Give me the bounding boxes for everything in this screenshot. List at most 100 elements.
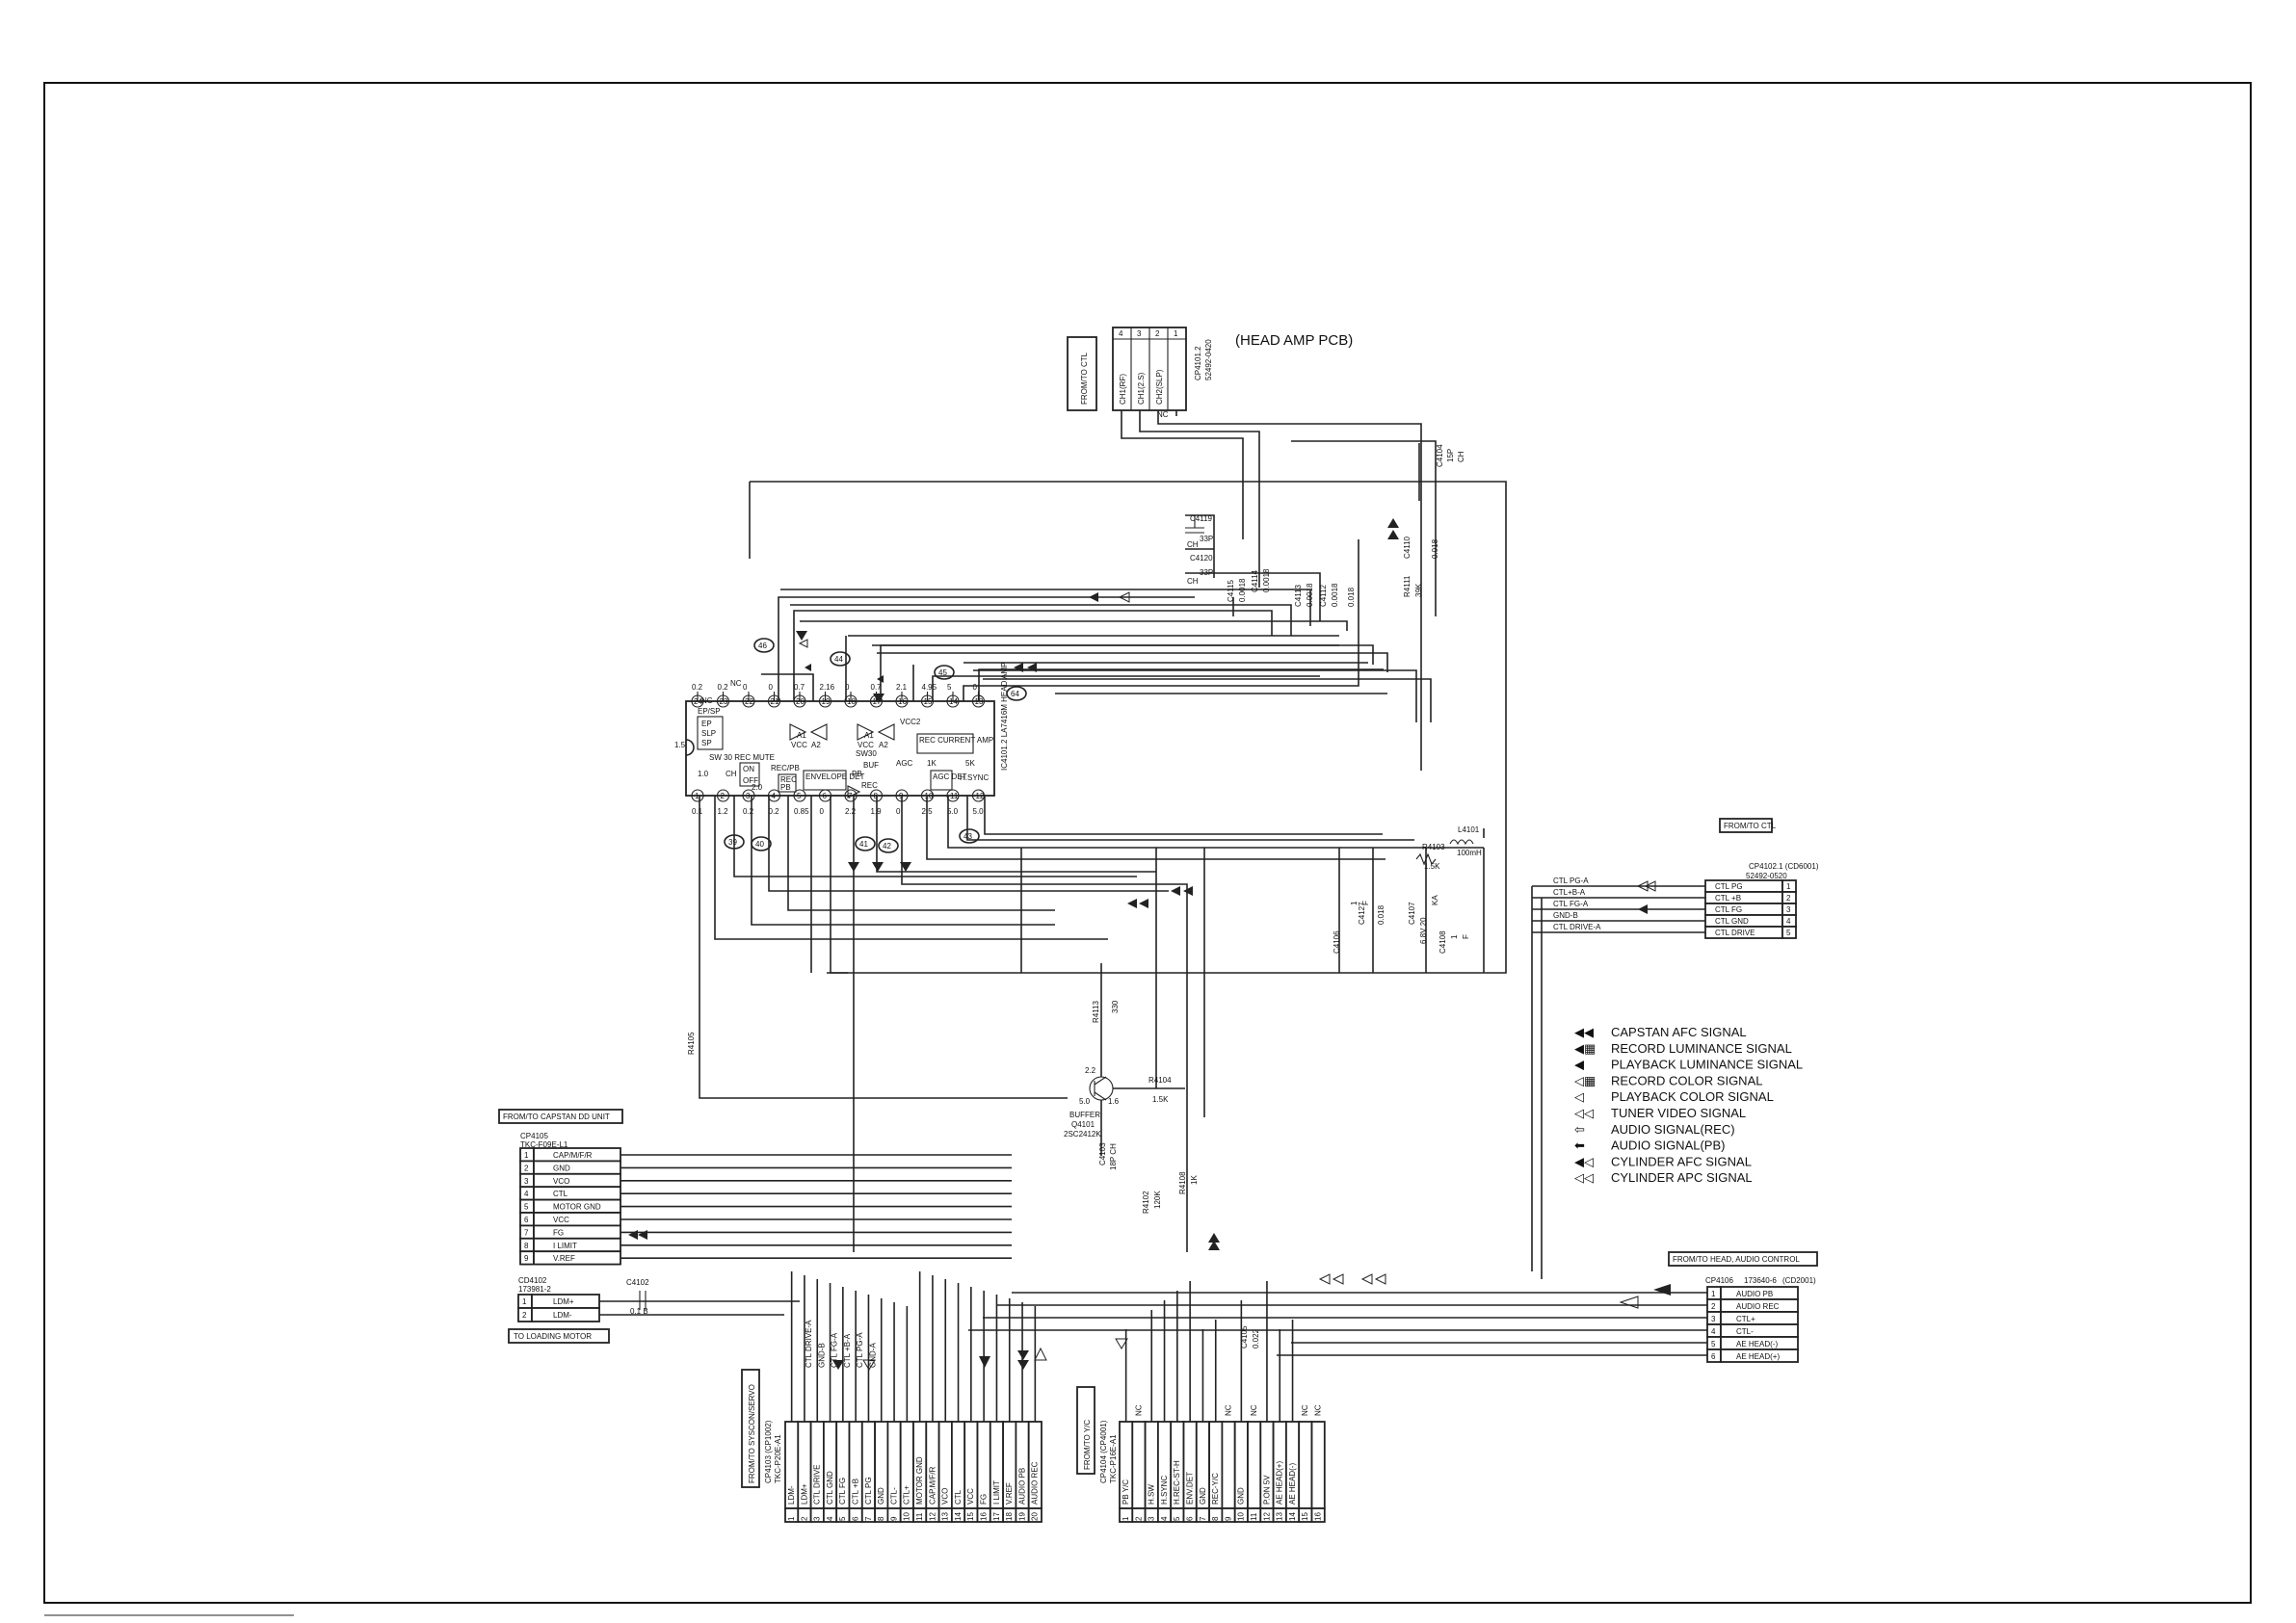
yc-nc: NC — [1224, 1404, 1232, 1416]
yc-pin-name: REC-Y/C — [1211, 1473, 1220, 1505]
ic-top-pin-number: 13 — [975, 697, 984, 706]
syscon-pin-name: CTL +B — [852, 1479, 860, 1505]
ic-top-pin-number: 17 — [873, 697, 882, 706]
syscon-pin-no: 11 — [915, 1512, 924, 1521]
test-point-label: 45 — [938, 668, 947, 677]
head-audio-label-box — [1668, 1251, 1818, 1267]
c4120-value: 33P — [1200, 568, 1213, 577]
r4104-label: R4104 — [1148, 1076, 1172, 1085]
ic4101-head-amp: 240.2230.2220210200.7192.16180170.7162.1… — [674, 662, 1009, 816]
ic-top-pin — [691, 694, 704, 708]
ic-bottom-pin-voltage: 0.1 — [692, 807, 703, 816]
blk-ep-sp: EP/SP — [698, 707, 721, 716]
loading-pin-name: LDM+ — [553, 1297, 574, 1306]
r4111-label: R4111 — [1403, 575, 1412, 597]
blk-5k: 5K — [965, 759, 975, 768]
q-pin-volt-2: 5.0 — [1079, 1097, 1091, 1106]
ic-bottom-wires — [699, 796, 1485, 1252]
r4102-label: R4102 — [1142, 1191, 1150, 1214]
blk-a1b: A1 — [864, 731, 874, 740]
head-audio-pin-no: 3 — [1711, 1315, 1716, 1323]
r4113-label: R4113 — [1092, 1000, 1100, 1023]
ic-nc-1: NC — [701, 696, 713, 705]
legend-symbol: ⇦ — [1574, 1122, 1585, 1137]
connector-head-audio: FROM/TO HEAD, AUDIO CONTROL CP4106 17364… — [968, 1251, 1818, 1363]
c4105-value: 0.022 — [1252, 1328, 1260, 1348]
ic-bottom-pin-voltage: 2.2 — [845, 807, 857, 816]
syscon-net: CTL PG-A — [856, 1332, 864, 1368]
legend-symbol: ◁ — [1574, 1089, 1584, 1104]
syscon-pin-no: 5 — [838, 1516, 847, 1521]
ic-bottom-pin-voltage: 0 — [896, 807, 901, 816]
test-point-label: 42 — [883, 842, 891, 851]
capstan-pin-name: CAP/M/F/R — [553, 1151, 593, 1160]
syscon-net: CTL FG-A — [831, 1332, 839, 1368]
c4106-label: C4106 — [1333, 930, 1341, 954]
syscon-pin-no: 3 — [813, 1516, 822, 1521]
lower-wiring — [790, 1271, 1294, 1422]
c4112b-value: 0.018 — [1347, 587, 1356, 607]
syscon-pin-no: 12 — [928, 1512, 937, 1521]
syscon-pin-no: 19 — [1017, 1512, 1026, 1521]
yc-pin — [1247, 1421, 1262, 1509]
c4106-value: 1 — [1350, 901, 1359, 905]
yc-pin-name: AE HEAD(-) — [1288, 1463, 1297, 1505]
lower-markers — [628, 1230, 1671, 1371]
ic-bottom-pin-voltage: 1.2 — [718, 807, 729, 816]
legend-label: CYLINDER APC SIGNAL — [1611, 1170, 1753, 1185]
ctl-top-pin-1: 1 — [1174, 329, 1178, 338]
syscon-pin-name: LDM- — [787, 1485, 796, 1505]
capstan-row — [533, 1172, 621, 1189]
blk-envelope-det: ENVELOPE DET — [805, 772, 864, 781]
ctl-top-label-box — [1067, 336, 1097, 411]
capstan-pin-name: V.REF — [553, 1254, 575, 1263]
ctl-right-pin-name: CTL DRIVE — [1715, 929, 1755, 937]
legend-symbol: ◀▦ — [1574, 1041, 1596, 1056]
ic-bottom-pin-voltage: 5.0 — [973, 807, 985, 816]
c4127-label: C4127 — [1358, 902, 1366, 925]
ic-top-pin-number: 22 — [745, 697, 753, 706]
capstan-pin-no: 8 — [524, 1242, 529, 1250]
c4108-label: C4108 — [1438, 930, 1447, 954]
ctl-right-pin-name: CTL FG — [1715, 905, 1742, 914]
ctl-right-pin-no: 1 — [1786, 882, 1791, 891]
yc-pin — [1298, 1421, 1313, 1509]
yc-nc: NC — [1314, 1404, 1323, 1416]
blk-vcc: VCC — [791, 741, 807, 749]
ic-top-pin-voltage: 0.7 — [871, 683, 883, 692]
legend-label: CYLINDER AFC SIGNAL — [1611, 1154, 1752, 1168]
capstan-row — [533, 1237, 621, 1253]
capstan-pin-no: 3 — [524, 1177, 529, 1186]
envelope-det-block — [803, 770, 847, 791]
legend-symbol: ⬅ — [1574, 1139, 1585, 1153]
legend-label: RECORD LUMINANCE SIGNAL — [1611, 1041, 1792, 1056]
ctl-right-net: CTL DRIVE-A — [1553, 923, 1601, 931]
legend-symbol: ◀ — [1574, 1058, 1584, 1072]
ic-top-pin-voltage: 0.2 — [718, 683, 729, 692]
loading-ref: CD4102 — [518, 1276, 547, 1285]
ic-nc-2: NC — [730, 679, 742, 688]
q4101-function: BUFFER — [1069, 1111, 1100, 1119]
yc-pin-no: 11 — [1250, 1512, 1258, 1521]
capstan-pin-name: VCC — [553, 1216, 569, 1224]
ctl-top-pin-3: 3 — [1137, 329, 1142, 338]
connector-capstan: FROM/TO CAPSTAN DD UNIT CP4105 TKC-F09E-… — [498, 1109, 1012, 1266]
ctl-top-ref: CP4101.2 — [1194, 346, 1202, 380]
c4119-value: 33P — [1200, 535, 1213, 543]
syscon-pin-no: 18 — [1005, 1512, 1014, 1521]
legend-symbol: ◀◁ — [1574, 1154, 1594, 1168]
blk-ch: CH — [726, 770, 737, 778]
capstan-pin-no: 6 — [524, 1216, 529, 1224]
blk-ep: EP — [701, 720, 712, 728]
r4111-value: 39K — [1414, 583, 1423, 597]
head-audio-ref2: (CD2001) — [1782, 1276, 1816, 1285]
c4102-label: C4102 — [626, 1278, 649, 1287]
ctl-right-pin-no: 4 — [1786, 917, 1791, 926]
ic-name: IC4101.2 LA7416M HEAD AMP — [1000, 662, 1009, 771]
ctl-top-pin-2: 2 — [1155, 329, 1160, 338]
ctl-right-pin-no: 2 — [1786, 894, 1791, 903]
capstan-row — [533, 1224, 621, 1240]
blk-a1: A1 — [797, 731, 806, 740]
legend-symbol: ◁◁ — [1574, 1170, 1594, 1185]
connector-syscon: FROM/TO SYSCON/SERVO CP4103 (CP1002) TKC… — [741, 1320, 1042, 1523]
